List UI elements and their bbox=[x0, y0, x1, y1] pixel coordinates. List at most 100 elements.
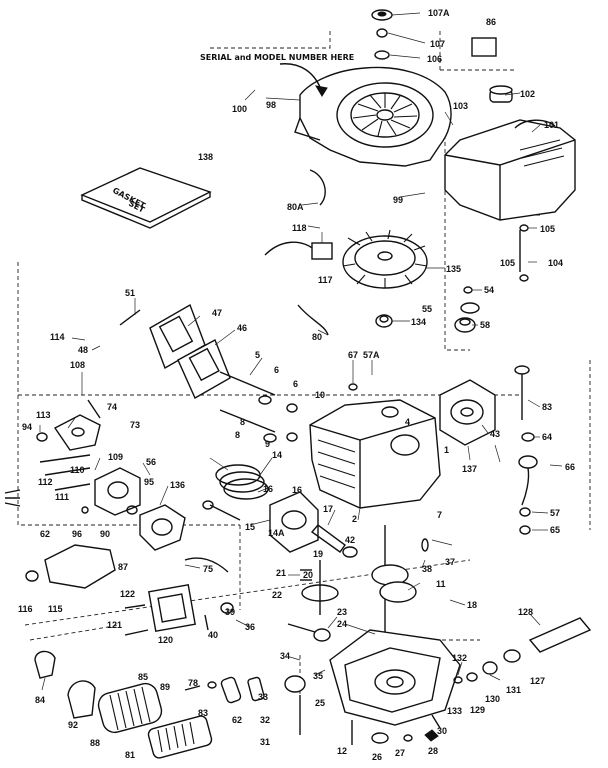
label-100: 100 bbox=[232, 104, 247, 114]
label-24: 24 bbox=[337, 619, 347, 629]
label-16a: 16 bbox=[263, 484, 273, 494]
label-122: 122 bbox=[120, 589, 135, 599]
carburetor bbox=[81, 467, 186, 551]
label-2: 2 bbox=[352, 514, 357, 524]
label-130: 130 bbox=[485, 694, 500, 704]
label-131: 131 bbox=[506, 685, 521, 695]
label-73: 73 bbox=[130, 420, 140, 430]
label-4: 4 bbox=[405, 417, 410, 427]
label-138: 138 bbox=[198, 152, 213, 162]
label-12: 12 bbox=[337, 746, 347, 756]
label-62: 62 bbox=[40, 529, 50, 539]
piston-assembly bbox=[202, 464, 319, 553]
label-111: 111 bbox=[55, 492, 69, 502]
label-113: 113 bbox=[36, 410, 51, 420]
label-5: 5 bbox=[255, 350, 260, 360]
label-121: 121 bbox=[107, 620, 122, 630]
label-88: 88 bbox=[90, 738, 100, 748]
label-106: 106 bbox=[427, 54, 442, 64]
label-47: 47 bbox=[212, 308, 222, 318]
label-80: 80 bbox=[312, 332, 322, 342]
label-39: 39 bbox=[225, 607, 235, 617]
engine-base bbox=[329, 629, 461, 726]
label-101: 101 bbox=[544, 120, 559, 130]
label-62b: 62 bbox=[232, 715, 242, 725]
label-85: 85 bbox=[138, 672, 148, 682]
label-134: 134 bbox=[411, 317, 426, 327]
edge-mark bbox=[4, 489, 21, 507]
label-136: 136 bbox=[170, 480, 185, 490]
label-30: 30 bbox=[437, 726, 447, 736]
label-133: 133 bbox=[447, 706, 462, 716]
label-105a: 105 bbox=[540, 224, 555, 234]
label-104: 104 bbox=[548, 258, 563, 268]
muffler-deflector bbox=[25, 544, 116, 589]
label-116a: 116 bbox=[18, 604, 33, 614]
flywheel bbox=[342, 229, 428, 289]
label-57A: 57A bbox=[363, 350, 380, 360]
label-80A: 80A bbox=[287, 202, 304, 212]
label-107A: 107A bbox=[428, 8, 450, 18]
label-22: 22 bbox=[272, 590, 282, 600]
label-64: 64 bbox=[542, 432, 552, 442]
leader-lines bbox=[39, 89, 563, 691]
label-65: 65 bbox=[550, 525, 560, 535]
label-15: 15 bbox=[245, 522, 255, 532]
label-38: 38 bbox=[422, 564, 432, 574]
label-32: 32 bbox=[260, 715, 270, 725]
label-17: 17 bbox=[323, 504, 333, 514]
label-132: 132 bbox=[452, 653, 467, 663]
label-78: 78 bbox=[188, 678, 198, 688]
label-89: 89 bbox=[160, 682, 170, 692]
label-48: 48 bbox=[78, 345, 88, 355]
label-46: 46 bbox=[237, 323, 247, 333]
label-7: 7 bbox=[437, 510, 442, 520]
label-115: 115 bbox=[48, 604, 63, 614]
label-27: 27 bbox=[395, 748, 405, 758]
label-94: 94 bbox=[22, 422, 32, 432]
label-28: 28 bbox=[428, 746, 438, 756]
label-102: 102 bbox=[520, 89, 535, 99]
camshaft-parts bbox=[287, 560, 339, 642]
label-20: 20 bbox=[303, 570, 313, 580]
label-75: 75 bbox=[203, 564, 213, 574]
label-25: 25 bbox=[315, 698, 325, 708]
label-14: 14 bbox=[272, 450, 282, 460]
label-129: 129 bbox=[470, 705, 485, 715]
label-66: 66 bbox=[565, 462, 575, 472]
label-118: 118 bbox=[292, 223, 307, 233]
label-33: 33 bbox=[258, 692, 268, 702]
lower-small-parts bbox=[184, 675, 306, 735]
label-110: 110 bbox=[70, 465, 85, 475]
label-58: 58 bbox=[480, 320, 490, 330]
label-54: 54 bbox=[484, 285, 494, 295]
oil-fill-parts bbox=[514, 365, 538, 535]
label-135: 135 bbox=[446, 264, 461, 274]
label-112: 112 bbox=[38, 477, 53, 487]
label-87: 87 bbox=[118, 562, 128, 572]
label-114: 114 bbox=[50, 332, 65, 342]
cylinder-block bbox=[309, 383, 441, 509]
label-21: 21 bbox=[276, 568, 286, 578]
label-56: 56 bbox=[146, 457, 156, 467]
label-81: 81 bbox=[125, 750, 135, 760]
serial-number-callout: SERIAL and MODEL NUMBER HERE bbox=[200, 53, 354, 97]
label-84: 84 bbox=[35, 695, 45, 705]
label-128: 128 bbox=[518, 607, 533, 617]
crankshaft-and-rod bbox=[310, 524, 429, 640]
label-8b: 8 bbox=[235, 430, 240, 440]
label-36: 36 bbox=[245, 622, 255, 632]
label-1: 1 bbox=[444, 445, 449, 455]
label-90: 90 bbox=[100, 529, 110, 539]
label-92: 92 bbox=[68, 720, 78, 730]
label-127: 127 bbox=[530, 676, 545, 686]
label-19: 19 bbox=[313, 549, 323, 559]
bolts-left bbox=[124, 604, 149, 636]
label-8a: 8 bbox=[240, 417, 245, 427]
cap-parts bbox=[371, 9, 497, 60]
fuel-tank bbox=[444, 85, 576, 221]
recoil-starter bbox=[439, 379, 496, 446]
gasket-set-box: GASKET SET bbox=[80, 167, 212, 229]
label-34: 34 bbox=[280, 651, 290, 661]
label-43: 43 bbox=[490, 429, 500, 439]
